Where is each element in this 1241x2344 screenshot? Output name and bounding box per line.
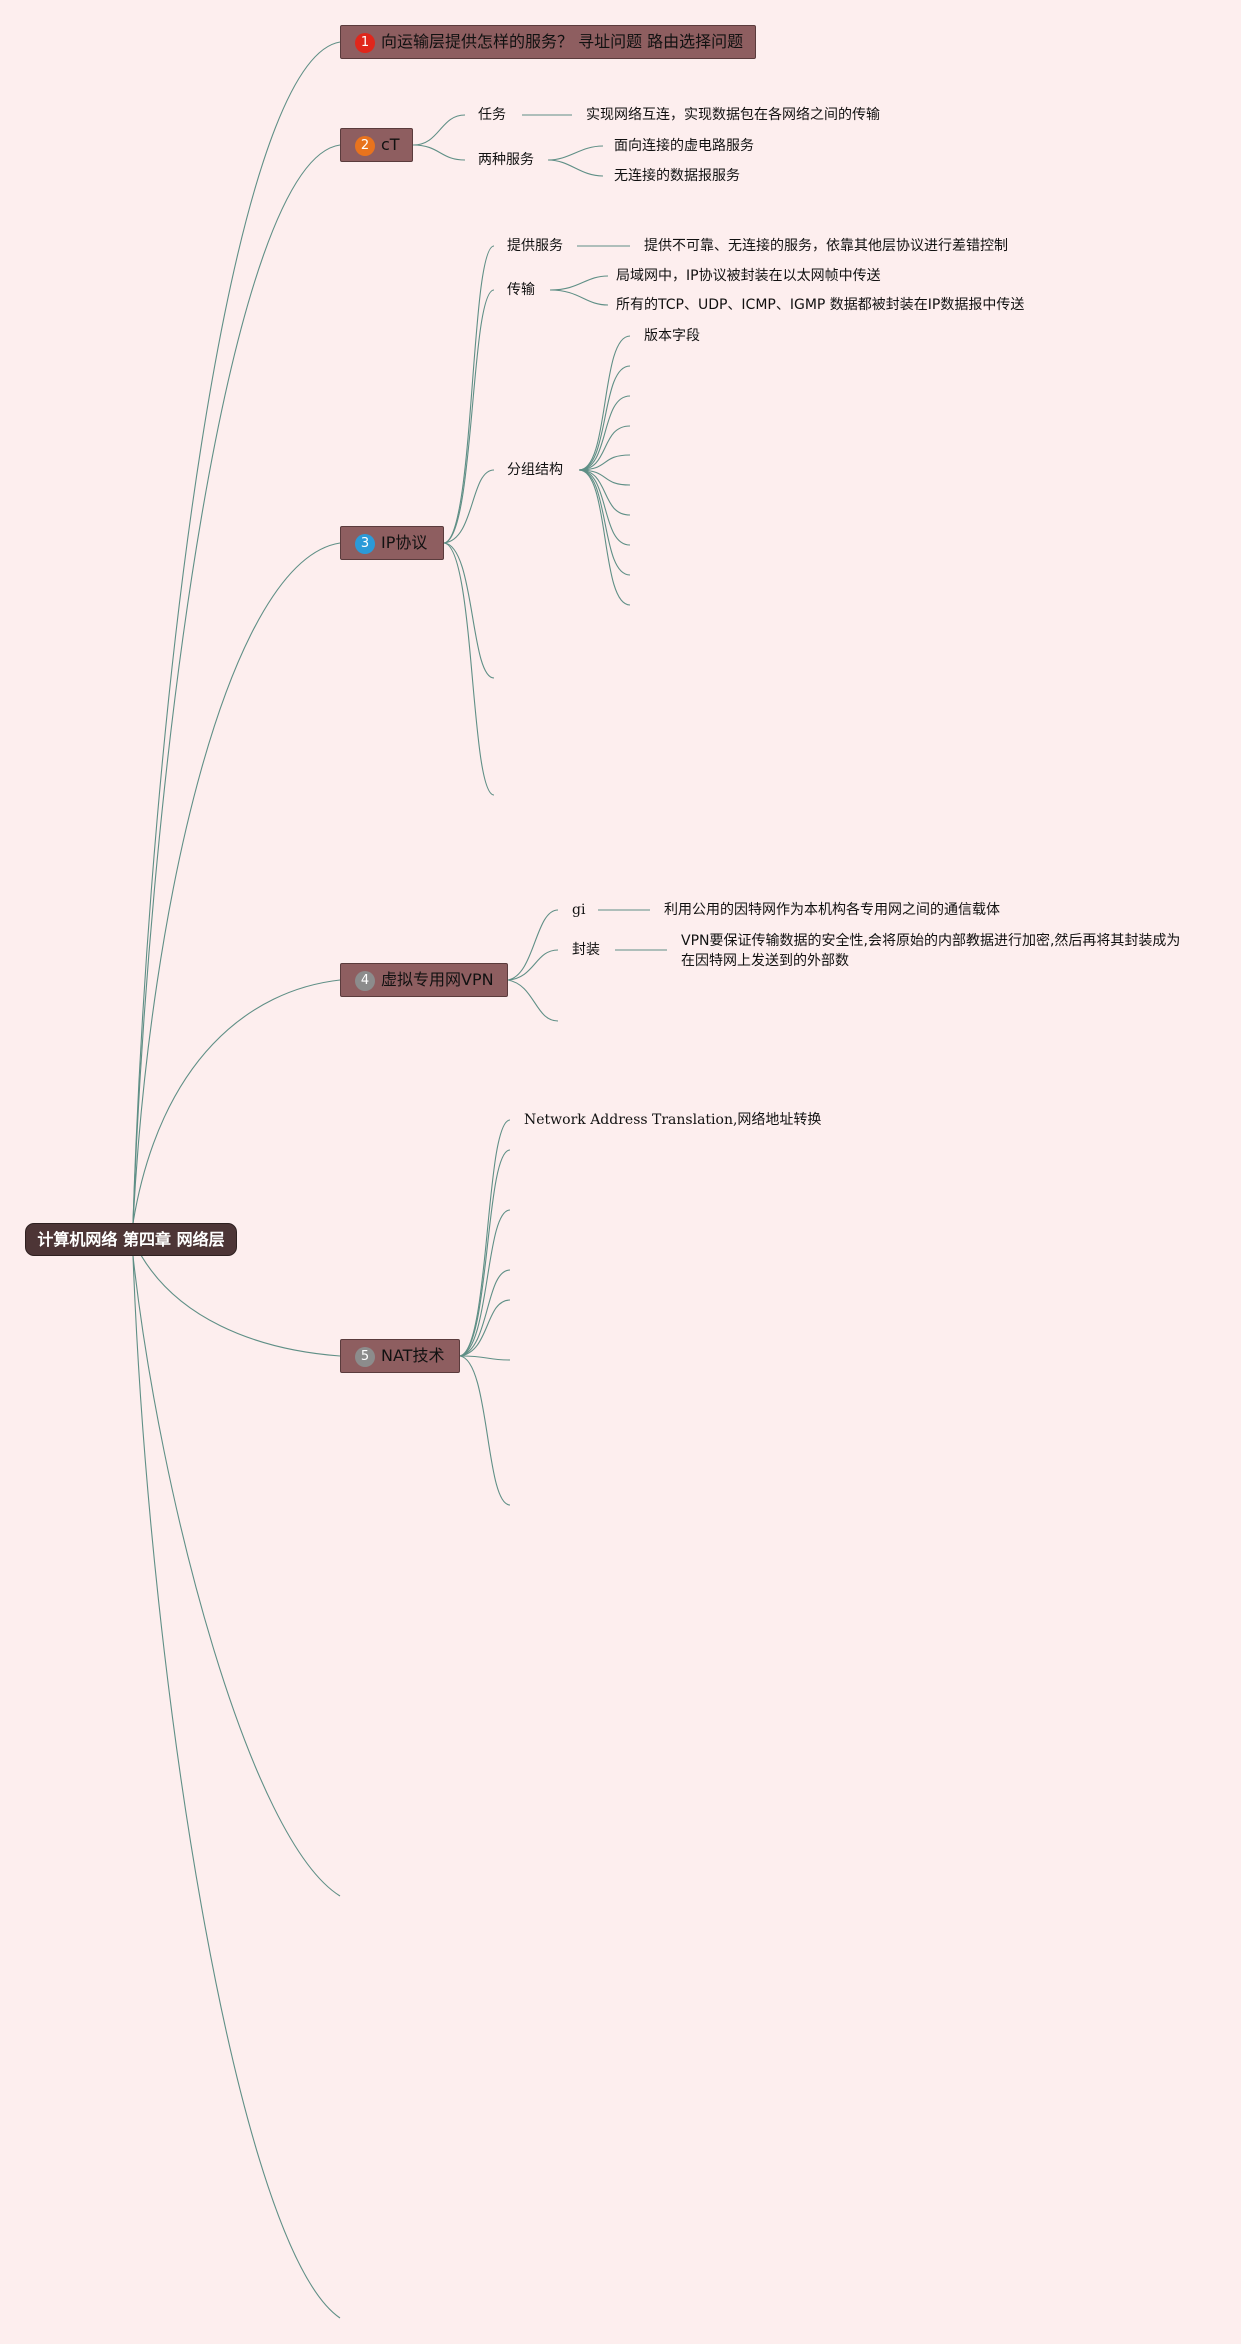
ip-structure-label[interactable]: 分组结构 (507, 462, 563, 478)
ip-provide-label[interactable]: 提供服务 (507, 238, 563, 254)
ct-service-2[interactable]: 无连接的数据报服务 (614, 168, 740, 184)
number-badge-4: 4 (355, 971, 375, 991)
topic-label: 向运输层提供怎样的服务？ 寻址问题 路由选择问题 (381, 32, 744, 51)
ip-transmit-label[interactable]: 传输 (507, 282, 535, 298)
topic-label: cT (381, 135, 400, 154)
number-badge-1: 1 (355, 33, 375, 53)
vpn-gi-label[interactable]: gi (572, 902, 586, 918)
vpn-gi-text[interactable]: 利用公用的因特网作为本机构各专用网之间的通信载体 (664, 902, 1000, 918)
topic-ct[interactable]: 2 cT (340, 128, 413, 162)
nat-first-item[interactable]: Network Address Translation,网络地址转换 (524, 1112, 822, 1128)
ct-task-text[interactable]: 实现网络互连，实现数据包在各网络之间的传输 (586, 107, 880, 123)
vpn-encap-text[interactable]: VPN要保证传输数据的安全性,会将原始的内部教据进行加密,然后再将其封装成为在因… (681, 933, 1181, 969)
number-badge-2: 2 (355, 136, 375, 156)
topic-nat[interactable]: 5 NAT技术 (340, 1339, 460, 1373)
ct-services-label[interactable]: 两种服务 (478, 152, 534, 168)
topic-ip-protocol[interactable]: 3 IP协议 (340, 526, 444, 560)
topic-label: NAT技术 (381, 1346, 445, 1365)
ip-field-version[interactable]: 版本字段 (644, 328, 700, 344)
topic-label: 虚拟专用网VPN (381, 970, 494, 989)
ip-provide-text[interactable]: 提供不可靠、无连接的服务，依靠其他层协议进行差错控制 (644, 238, 1008, 254)
ip-transmit-2[interactable]: 所有的TCP、UDP、ICMP、IGMP 数据都被封装在IP数据报中传送 (616, 297, 1025, 313)
topic-label: IP协议 (381, 533, 428, 552)
ip-transmit-1[interactable]: 局域网中，IP协议被封装在以太网帧中传送 (616, 268, 881, 284)
vpn-encap-label[interactable]: 封装 (572, 942, 600, 958)
topic-transport-service[interactable]: 1 向运输层提供怎样的服务？ 寻址问题 路由选择问题 (340, 25, 756, 59)
topic-vpn[interactable]: 4 虚拟专用网VPN (340, 963, 508, 997)
number-badge-3: 3 (355, 534, 375, 554)
root-topic[interactable]: 计算机网络 第四章 网络层 (25, 1223, 237, 1256)
number-badge-5: 5 (355, 1347, 375, 1367)
ct-task-label[interactable]: 任务 (478, 107, 506, 123)
ct-service-1[interactable]: 面向连接的虚电路服务 (614, 138, 754, 154)
